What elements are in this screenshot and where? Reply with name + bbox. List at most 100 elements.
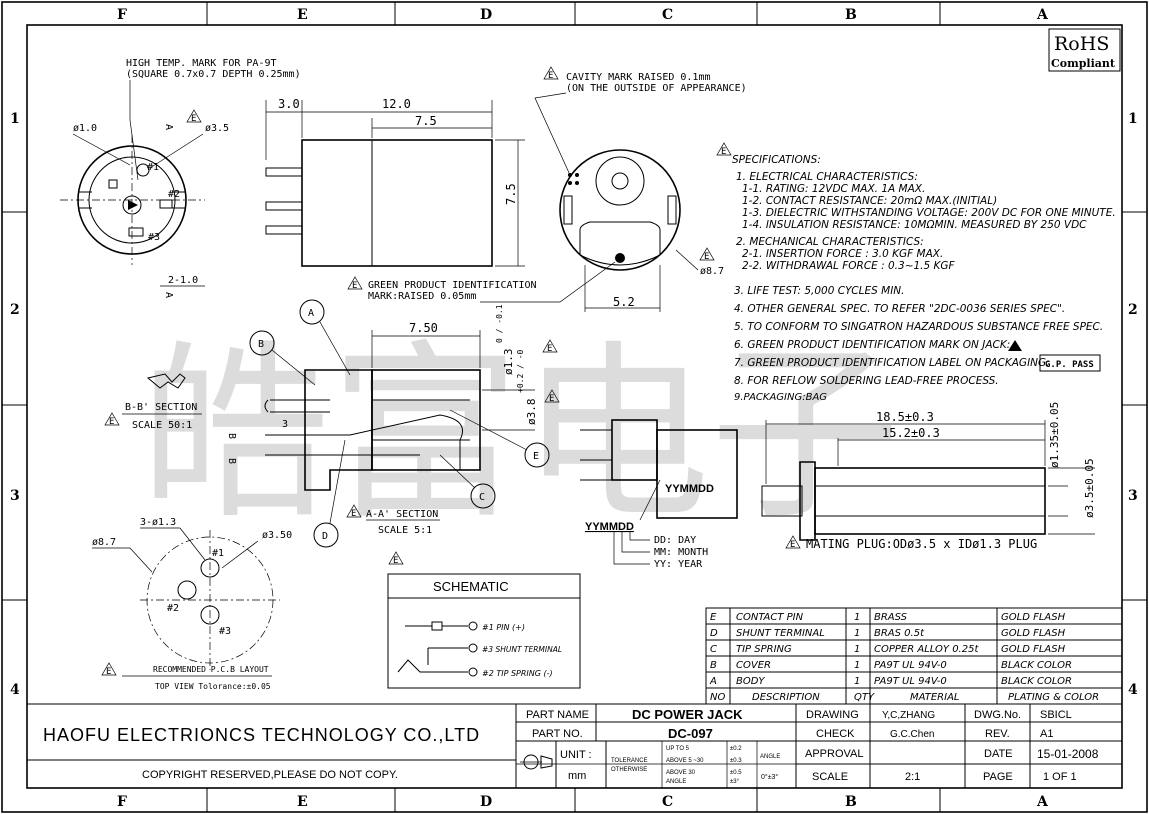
tol-range: ABOVE 30 <box>666 770 696 776</box>
bom-cell: SHUNT TERMINAL <box>736 628 825 639</box>
bom-cell: 1 <box>854 644 860 655</box>
rohs-subtitle: Compliant <box>1051 57 1116 70</box>
bom-cell: TIP SPRING <box>736 644 792 655</box>
rev-mark: E <box>191 114 196 124</box>
spec-line: 7. GREEN PRODUCT IDENTIFICATION LABEL ON… <box>734 357 1050 369</box>
bom-cell: BLACK COLOR <box>1001 660 1072 671</box>
col-label-F: F <box>117 7 127 23</box>
spec-line: 1. ELECTRICAL CHARACTERISTICS: <box>736 171 918 183</box>
rev-mark: E <box>352 281 357 291</box>
tol-value: ±0.2 <box>730 746 742 752</box>
note-cavity-2: (ON THE OUTSIDE OF APPEARANCE) <box>566 83 747 94</box>
spec-line: 6. GREEN PRODUCT IDENTIFICATION MARK ON … <box>734 339 1010 351</box>
schematic-pin3: #3 SHUNT TERMINAL <box>482 645 562 654</box>
pcb-pin2-label: #2 <box>167 603 179 614</box>
drawing-by: Y,C,ZHANG <box>882 710 935 721</box>
tol-value: ±3° <box>730 779 740 785</box>
dim-d38-tol: +0.2 / -0 <box>516 349 525 393</box>
schematic-title: SCHEMATIC <box>433 579 509 594</box>
note-high-temp-1: HIGH TEMP. MARK FOR PA-9T <box>126 58 277 69</box>
bom-cell: BRAS 0.5t <box>874 628 925 639</box>
specifications: E SPECIFICATIONS: 1. ELECTRICAL CHARACTE… <box>716 142 1116 403</box>
callout-D: D <box>322 531 328 542</box>
dwg-label: DWG.No. <box>974 709 1021 721</box>
tol-value: ±0.3 <box>730 758 742 764</box>
dim-pcb-d87: ø8.7 <box>92 537 116 548</box>
spec-line: 1-4. INSULATION RESISTANCE: 10MΩMIN. MEA… <box>742 219 1087 231</box>
dim-3mm: 3.0 <box>278 97 300 111</box>
dim-pcb-313: 3-ø1.3 <box>140 517 176 528</box>
side-view: 3.0 12.0 7.5 7.5 <box>265 97 525 267</box>
bom-cell: 1 <box>854 660 860 671</box>
part-name-label: PART NAME <box>526 709 589 721</box>
dim-height-7-5: 7.5 <box>504 183 518 205</box>
row-label-1: 1 <box>10 111 20 127</box>
aa-section-title: A-A' SECTION <box>366 509 438 520</box>
rev-mark: E <box>547 344 552 354</box>
section-bb: E B-B' SECTION SCALE 50:1 <box>104 373 202 431</box>
scale-label: SCALE <box>812 771 848 783</box>
bom-cell: 1 <box>854 676 860 687</box>
bom-cell: D <box>710 628 718 639</box>
col-label-C-bottom: C <box>662 794 673 810</box>
dim-d1: ø1.0 <box>73 123 97 134</box>
bom-cell: PA9T UL 94V-0 <box>874 660 947 671</box>
front-view: HIGH TEMP. MARK FOR PA-9T (SQUARE 0.7x0.… <box>60 58 301 298</box>
bb-section-title: B-B' SECTION <box>125 402 197 413</box>
col-label-A: A <box>1036 7 1049 23</box>
spec-line: 1-2. CONTACT RESISTANCE: 20mΩ MAX.(INITI… <box>742 195 997 207</box>
angle-label: ANGLE <box>760 754 780 760</box>
col-label-B-bottom: B <box>845 794 857 810</box>
dim-15-2: 15.2±0.3 <box>882 426 940 440</box>
gp-pass-label: G.P. PASS <box>1045 360 1094 370</box>
pcb-layout: #1 #2 #3 3-ø1.3 ø8.7 ø3.50 E RECOMMENDED… <box>92 517 292 691</box>
pcb-title: RECOMMENDED P.C.B LAYOUT <box>153 665 269 674</box>
rev-mark: E <box>351 509 356 519</box>
aa-section-scale: SCALE 5:1 <box>378 525 432 536</box>
section-aa: 7.50 ø1.3 0 / -0.1 ø3.8 +0.2 / -0 E E A … <box>226 299 560 548</box>
dim-2x1: 2-1.0 <box>168 275 198 286</box>
note-cavity-1: CAVITY MARK RAISED 0.1mm <box>566 72 711 83</box>
note-high-temp-2: (SQUARE 0.7x0.7 DEPTH 0.25mm) <box>126 69 301 80</box>
callout-C: C <box>479 492 485 503</box>
page: 1 OF 1 <box>1043 771 1077 783</box>
date-code-yy: YY: YEAR <box>654 559 703 570</box>
part-name: DC POWER JACK <box>632 707 743 722</box>
otherwise-label: OTHERWISE <box>611 767 647 773</box>
rev-mark: E <box>106 667 111 677</box>
copyright: COPYRIGHT RESERVED,PLEASE DO NOT COPY. <box>142 769 398 781</box>
angle-value: 0°±3° <box>761 773 778 781</box>
part-no-label: PART NO. <box>532 728 583 740</box>
approval-label: APPROVAL <box>805 748 864 760</box>
unit-label: UNIT : <box>560 749 592 761</box>
col-label-A-bottom: A <box>1036 794 1049 810</box>
dim-pcb-d350: ø3.50 <box>262 530 292 541</box>
bom-cell: C <box>710 644 717 655</box>
tol-range: ABOVE 5 ~30 <box>666 758 704 764</box>
dim-d13: ø1.3 <box>502 349 515 376</box>
dim-d13-tol: 0 / -0.1 <box>495 304 504 343</box>
title-block: HAOFU ELECTRIONCS TECHNOLOGY CO.,LTD COP… <box>26 703 1123 789</box>
spec-line: 3. LIFE TEST: 5,000 CYCLES MIN. <box>734 285 904 297</box>
row-label-2-right: 2 <box>1128 302 1138 318</box>
col-label-D: D <box>480 7 492 23</box>
part-no: DC-097 <box>668 726 713 741</box>
row-label-3: 3 <box>10 488 20 504</box>
date-code-dd: DD: DAY <box>654 535 696 546</box>
rear-view: E CAVITY MARK RAISED 0.1mm (ON THE OUTSI… <box>347 66 747 312</box>
tol-range: UP TO 5 <box>666 746 690 752</box>
tol-range: ANGLE <box>666 779 686 785</box>
section-a-top: A <box>163 124 174 130</box>
rohs-box <box>1048 28 1121 72</box>
dim-18-5: 18.5±0.3 <box>876 410 934 424</box>
bom-cell: CONTACT PIN <box>736 612 804 623</box>
bom-header-cell: PLATING & COLOR <box>1008 692 1099 703</box>
page-label: PAGE <box>983 771 1013 783</box>
bom-cell: A <box>709 676 717 687</box>
bom-cell: COVER <box>736 660 771 671</box>
pcb-pin1-label: #1 <box>212 548 224 559</box>
col-label-B: B <box>845 7 857 23</box>
bom-cell: 1 <box>854 612 860 623</box>
pin1-label: #1 <box>147 162 159 173</box>
